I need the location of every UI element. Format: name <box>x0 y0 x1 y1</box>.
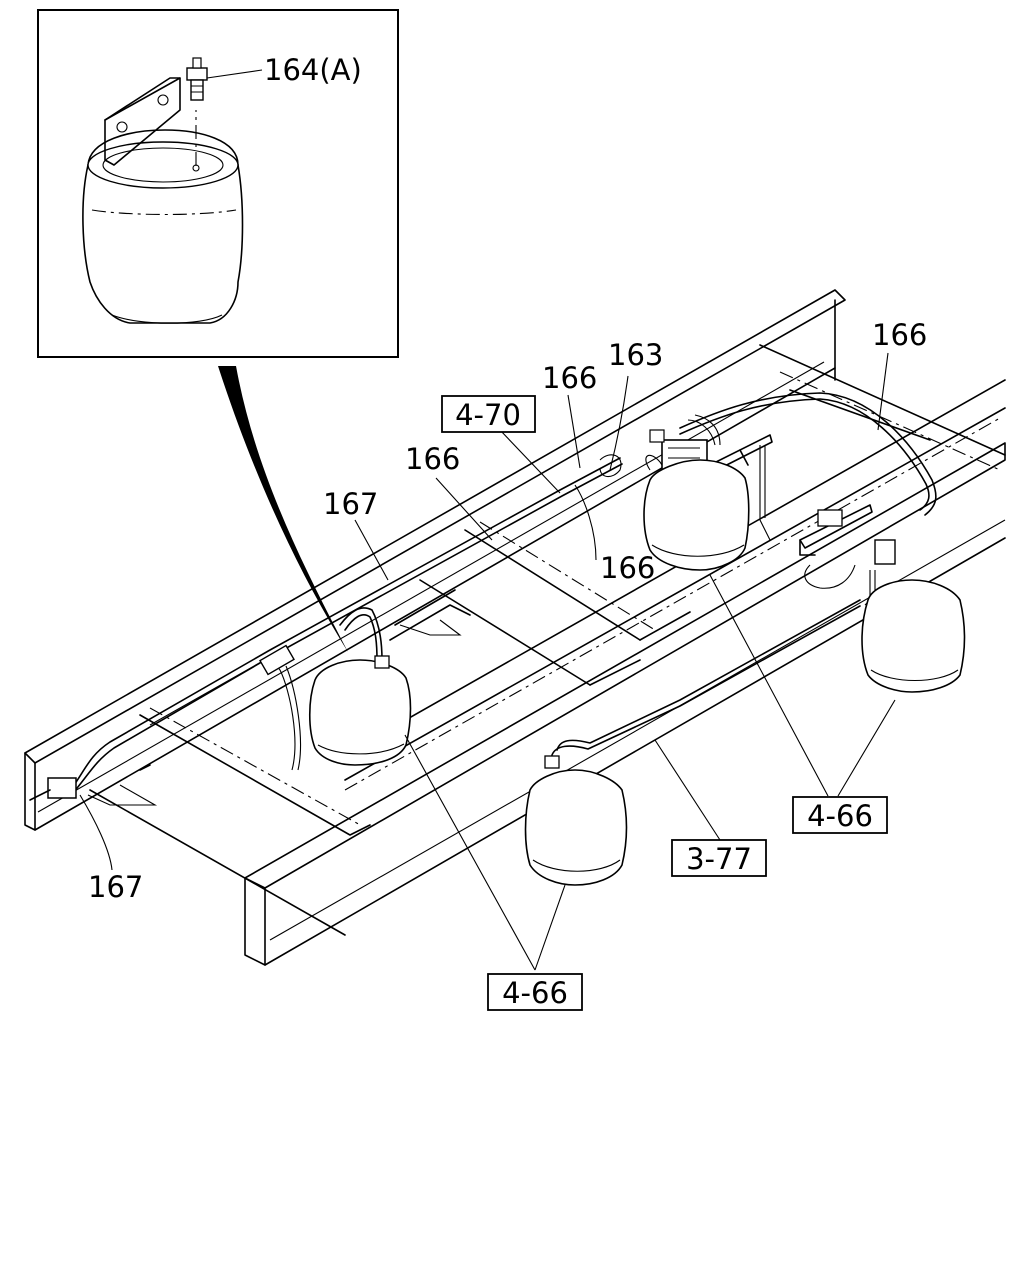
leader-167-lower <box>79 794 113 871</box>
ref-box-3-77[interactable]: 3-77 <box>671 839 767 877</box>
ref-box-4-66-bottom[interactable]: 4-66 <box>487 973 583 1011</box>
air-spring-front-right <box>524 755 628 886</box>
breather-fitting-icon <box>186 57 208 101</box>
leader-163 <box>609 375 629 471</box>
air-piping <box>71 392 937 795</box>
pipe-clamp <box>259 644 295 676</box>
callout-167-upper: 167 <box>323 487 378 521</box>
leader-377 <box>654 739 721 841</box>
pipe-connector-left <box>29 777 77 801</box>
air-spring-front-left <box>309 655 412 766</box>
leader-466-right <box>709 574 896 797</box>
callout-166-top: 166 <box>872 318 927 352</box>
leader-166-upper <box>567 394 581 469</box>
rear-valve-assembly <box>799 504 896 606</box>
leader-lines <box>79 352 896 971</box>
chassis-frame <box>24 289 1006 966</box>
callout-166-upper: 166 <box>542 361 597 395</box>
inset-pointer-arrow <box>218 366 348 652</box>
ref-box-4-70[interactable]: 4-70 <box>441 395 536 433</box>
leader-166-lower <box>574 484 597 561</box>
air-spring-rear-right <box>861 579 966 693</box>
ref-4-66-bottom-label: 4-66 <box>502 976 568 1010</box>
callout-163: 163 <box>608 338 663 372</box>
leader-164a <box>206 69 263 79</box>
ref-4-70-label: 4-70 <box>455 398 521 432</box>
leader-166-mid <box>435 477 493 541</box>
leader-166-top <box>877 352 889 431</box>
ref-box-4-66-right[interactable]: 4-66 <box>792 796 888 834</box>
ref-3-77-label: 3-77 <box>686 842 752 876</box>
inset-air-bag <box>82 77 244 324</box>
bracket-lower-left <box>87 784 158 806</box>
leader-167-upper <box>354 519 389 581</box>
air-spring-rear-left <box>643 459 750 571</box>
center-member <box>334 379 1006 791</box>
inset-detail: 164(A) <box>37 9 399 358</box>
callout-167-lower: 167 <box>88 870 143 904</box>
bracket-center <box>399 619 462 636</box>
ref-4-66-right-label: 4-66 <box>807 799 873 833</box>
callout-166-lower: 166 <box>600 551 655 585</box>
callout-164a: 164(A) <box>264 53 362 87</box>
leader-470 <box>499 429 561 494</box>
callout-166-mid: 166 <box>405 442 460 476</box>
cross-members <box>89 344 1006 936</box>
leader-466-bottom <box>404 734 566 971</box>
